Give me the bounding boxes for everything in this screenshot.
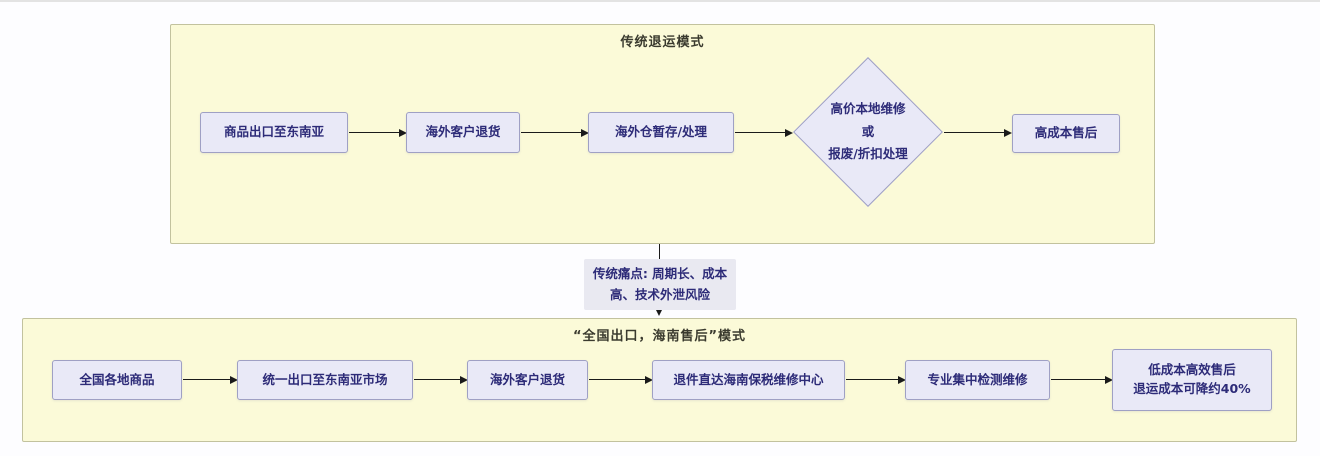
flow-arrow [735, 128, 793, 137]
flow-arrow [846, 375, 906, 384]
decision-line: 高价本地维修 [830, 101, 906, 117]
lane-hainan-title: “全国出口，海南售后”模式 [572, 329, 747, 344]
node-label: 海外客户退货 [489, 371, 565, 387]
painpoint-line: 高、技术外泄风险 [609, 287, 710, 303]
flow-arrow [589, 375, 653, 384]
node-export-southeast-asia: 商品出口至东南亚 [200, 112, 348, 153]
flow-arrow [1051, 375, 1113, 384]
node-label: 退件直达海南保税维修中心 [673, 371, 824, 387]
node-nationwide-goods: 全国各地商品 [52, 360, 182, 400]
painpoint-label: 传统痛点: 周期长、成本 高、技术外泄风险 [584, 259, 736, 310]
node-label: 专业集中检测维修 [927, 371, 1028, 387]
painpoint-line: 传统痛点: 周期长、成本 [592, 266, 728, 281]
result-line: 退运成本可降约40% [1133, 381, 1251, 396]
decision-label: 高价本地维修 或 报废/折扣处理 [793, 56, 943, 208]
node-label: 海外仓暂存/处理 [614, 124, 708, 140]
node-overseas-warehouse: 海外仓暂存/处理 [588, 112, 734, 153]
flow-arrow [183, 375, 238, 384]
node-label: 统一出口至东南亚市场 [262, 371, 388, 387]
flow-arrow [521, 128, 589, 137]
decision-line: 报废/折扣处理 [828, 146, 908, 162]
node-low-cost-result: 低成本高效售后 退运成本可降约40% [1112, 349, 1272, 411]
node-overseas-customer-return-2: 海外客户退货 [467, 360, 588, 400]
node-label: 全国各地商品 [79, 371, 155, 387]
decision-line: 或 [861, 123, 875, 139]
node-hainan-bonded-repair-center: 退件直达海南保税维修中心 [652, 360, 845, 400]
flow-arrow [414, 375, 468, 384]
node-decision-repair-or-scrap: 高价本地维修 或 报废/折扣处理 [793, 56, 943, 208]
flow-arrow [944, 128, 1012, 137]
lane-traditional-title: 传统退运模式 [620, 35, 705, 50]
flow-arrow [349, 128, 407, 137]
node-label: 商品出口至东南亚 [223, 124, 324, 140]
result-line: 低成本高效售后 [1148, 362, 1236, 378]
node-unified-export-market: 统一出口至东南亚市场 [237, 360, 413, 400]
node-high-cost-aftersales: 高成本售后 [1012, 114, 1120, 153]
node-overseas-customer-return: 海外客户退货 [406, 112, 520, 153]
node-label: 高成本售后 [1034, 125, 1098, 141]
node-centralized-inspection-repair: 专业集中检测维修 [905, 360, 1050, 400]
node-label: 海外客户退货 [425, 124, 501, 140]
